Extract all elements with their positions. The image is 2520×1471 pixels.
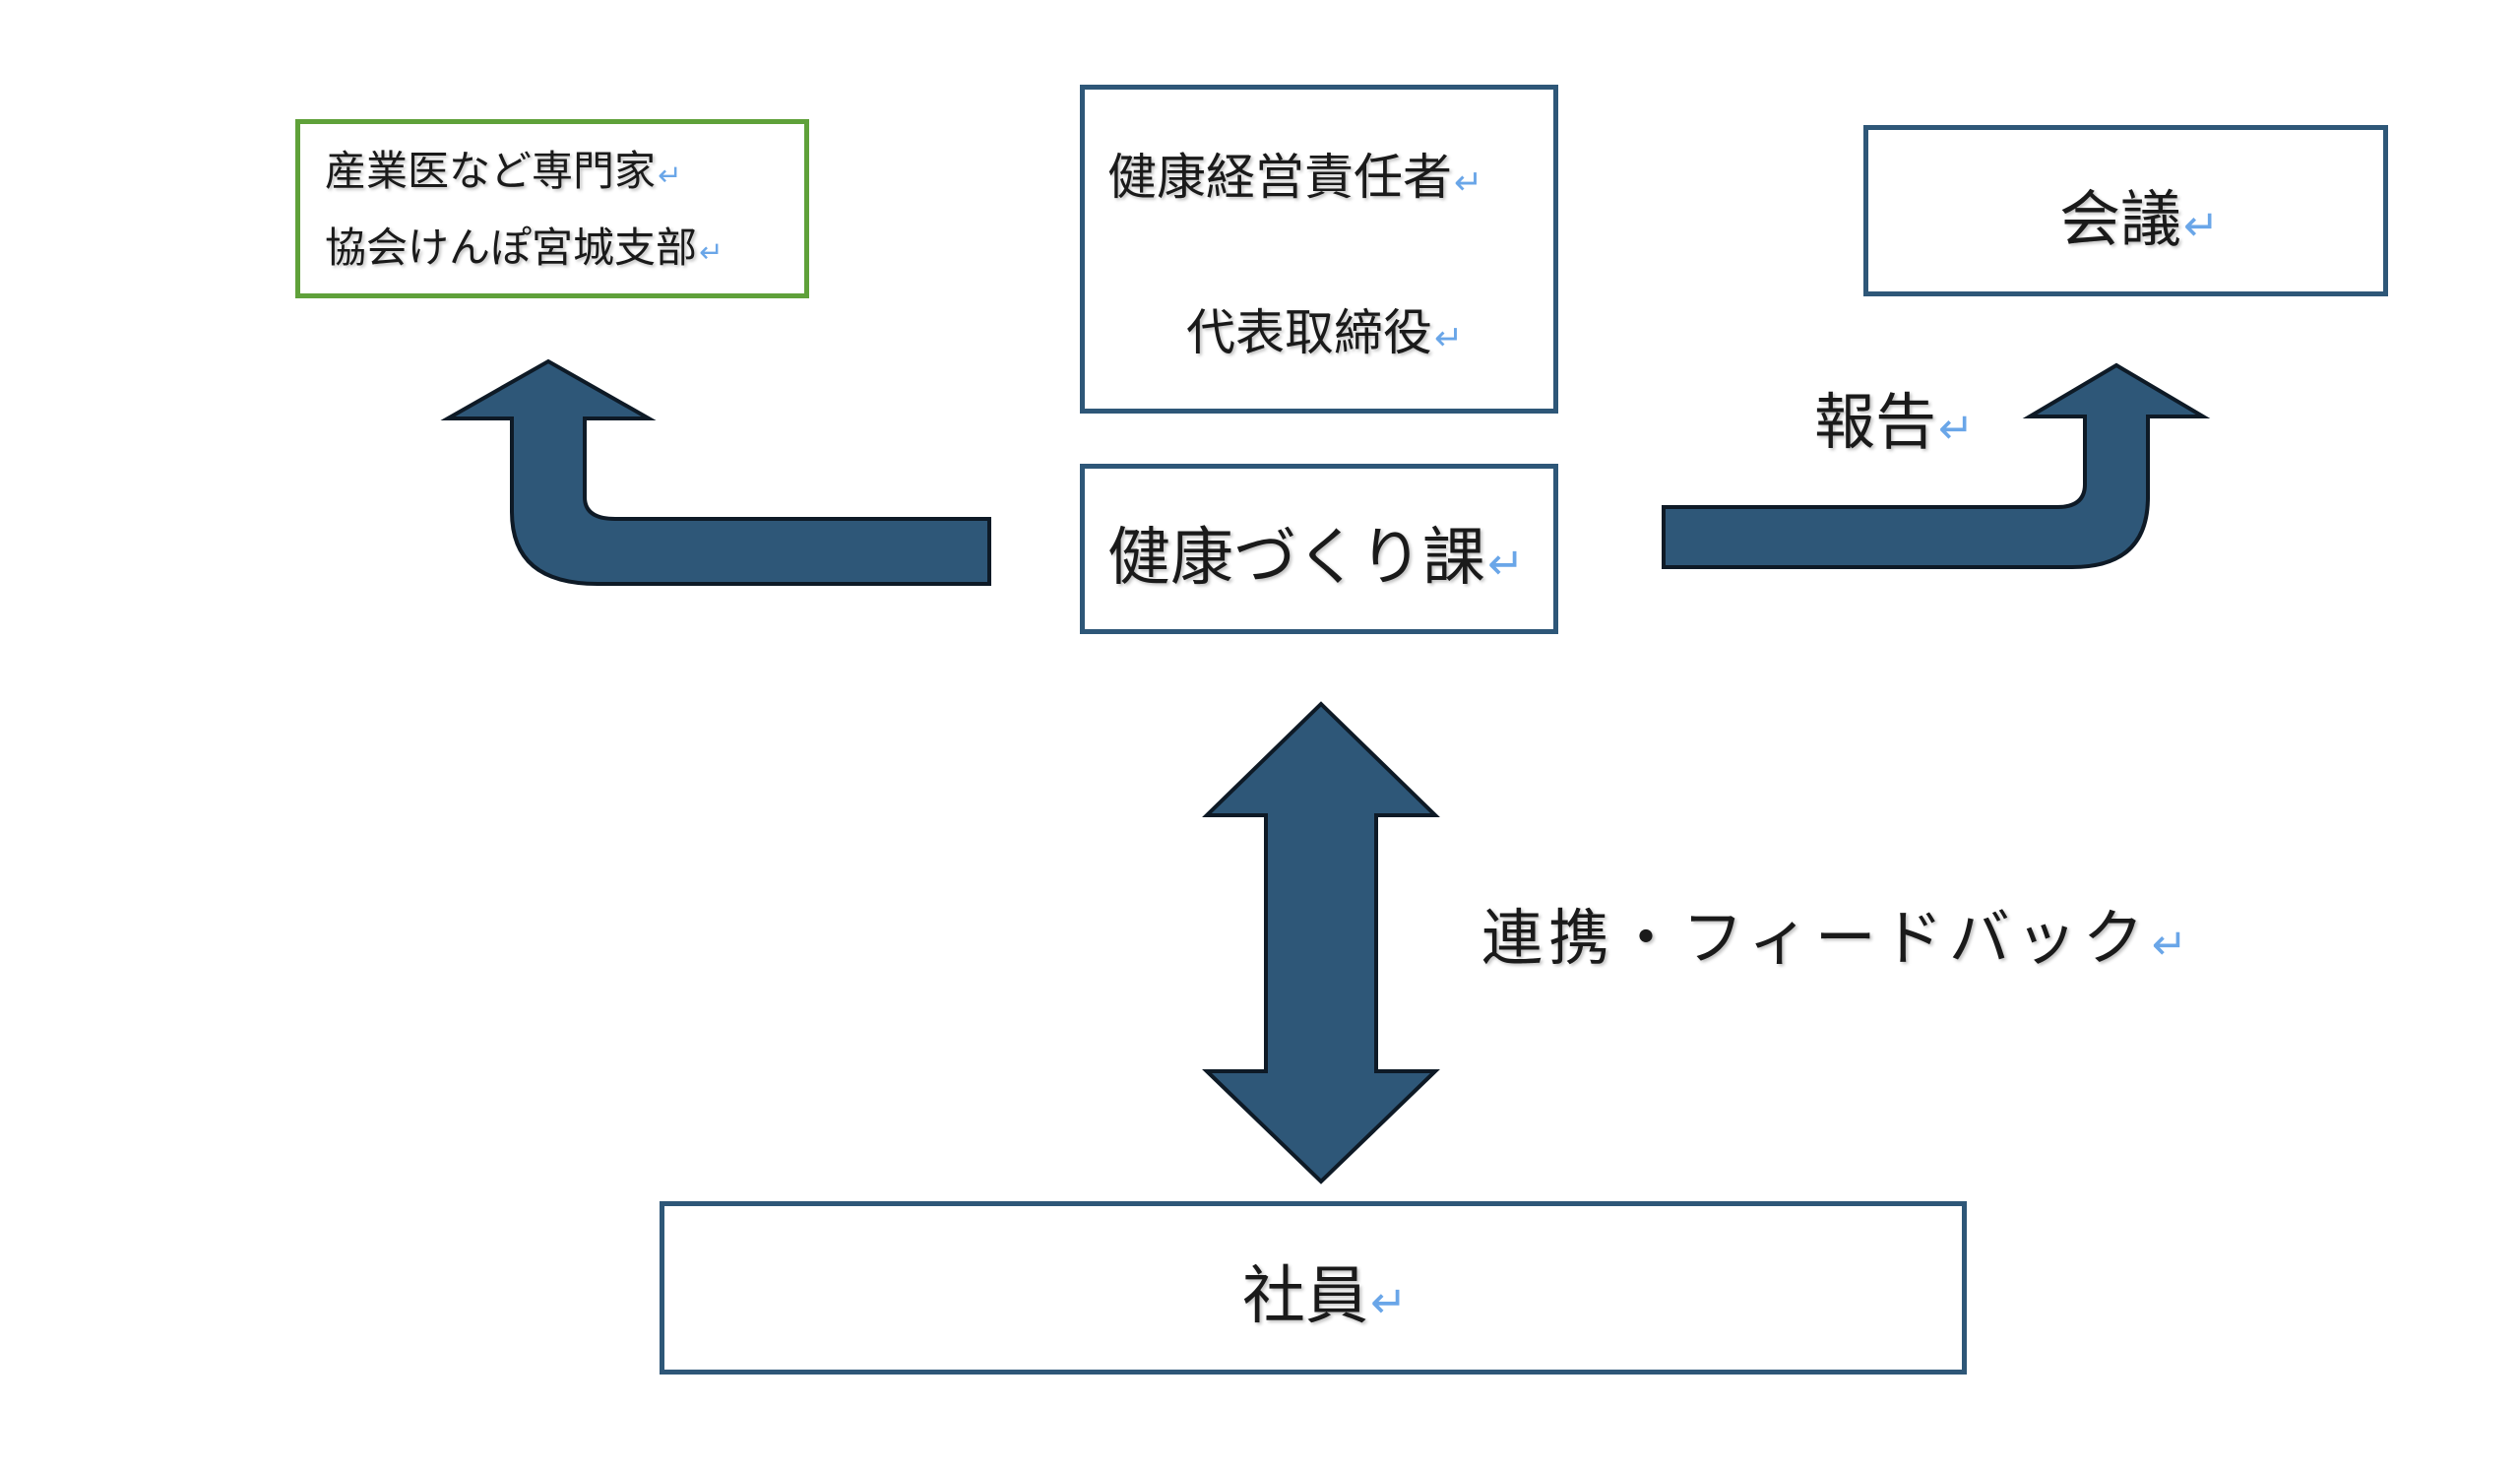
return-mark-icon: ↵	[1938, 405, 1975, 454]
executive-title-text: 健康経営責任者	[1107, 149, 1452, 206]
experts-box	[295, 119, 809, 298]
report-label: 報告↵	[1814, 372, 1974, 461]
experts-line2: 協会けんぽ宮城支部↵	[325, 215, 724, 275]
meeting-label: 会議↵	[2059, 169, 2219, 258]
return-mark-icon: ↵	[1434, 319, 1464, 358]
employees-label-text: 社員	[1242, 1260, 1368, 1333]
return-mark-icon: ↵	[658, 159, 682, 192]
return-mark-icon: ↵	[1370, 1276, 1408, 1328]
experts-line2-text: 協会けんぽ宮城支部	[325, 224, 698, 272]
health-dept-label-text: 健康づくり課	[1107, 522, 1485, 595]
arrow-to-meeting	[1662, 362, 2211, 569]
executive-line1: 健康経営責任者↵	[1107, 138, 1482, 209]
employees-label: 社員↵	[1242, 1246, 1408, 1336]
arrow-to-experts	[440, 358, 991, 586]
report-label-text: 報告	[1814, 386, 1937, 458]
cooperation-label: 連携・フィードバック↵	[1481, 888, 2193, 977]
cooperation-label-text: 連携・フィードバック	[1481, 902, 2150, 974]
return-mark-icon: ↵	[1487, 538, 1525, 590]
return-mark-icon: ↵	[2151, 921, 2194, 970]
executive-role-text: 代表取締役	[1186, 304, 1432, 361]
meeting-box	[1863, 125, 2388, 296]
health-dept-label: 健康づくり課↵	[1107, 507, 1525, 598]
experts-line1: 産業医など専門家↵	[325, 138, 682, 198]
return-mark-icon: ↵	[2183, 202, 2220, 251]
return-mark-icon: ↵	[1454, 163, 1483, 203]
employees-box	[660, 1201, 1967, 1375]
meeting-label-text: 会議	[2059, 183, 2182, 255]
experts-line1-text: 産業医など専門家	[325, 147, 657, 195]
executive-line2: 代表取締役↵	[1186, 293, 1463, 364]
return-mark-icon: ↵	[699, 235, 724, 269]
executive-box	[1080, 85, 1558, 414]
health-dept-box	[1080, 464, 1558, 634]
arrow-cooperation-double	[1202, 701, 1440, 1184]
